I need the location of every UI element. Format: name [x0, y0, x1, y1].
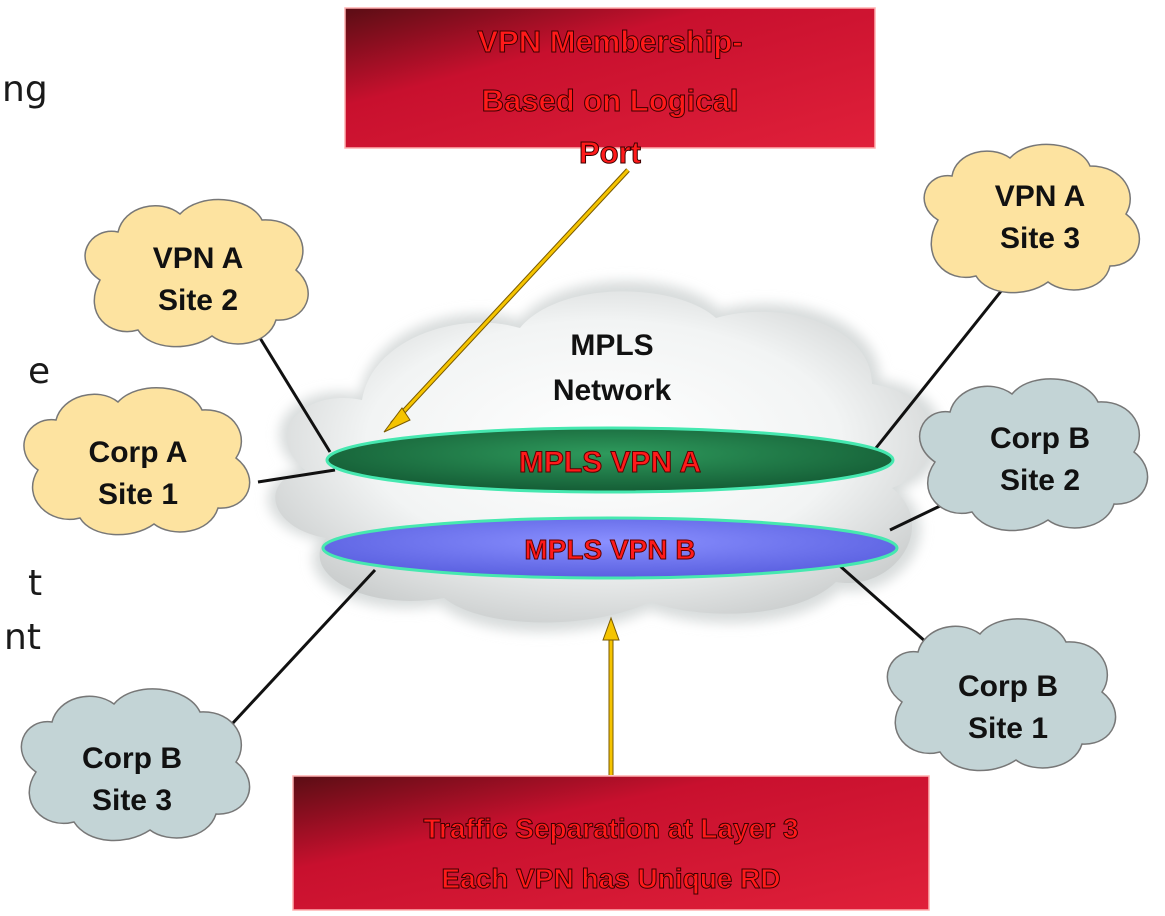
corp-a-site-1-line-1: Corp A — [89, 436, 188, 469]
corp-a-site-1-line-2: Site 1 — [98, 478, 178, 511]
membership-line-1: VPN Membership- — [477, 24, 742, 59]
separation-line-2: Each VPN has Unique RD — [441, 863, 780, 894]
site-links — [230, 279, 1012, 726]
vpn-a-label: MPLS VPN A — [519, 446, 701, 479]
vpn-a-site-2-line-2: Site 2 — [158, 284, 238, 317]
vpn-a-ellipse: MPLS VPN A — [325, 426, 895, 494]
cloud-corp-b-site-1: Corp B Site 1 — [886, 618, 1117, 772]
corp-b-site-1-line-1: Corp B — [958, 670, 1058, 703]
vpn-a-site-3-line-1: VPN A — [995, 180, 1086, 213]
network-label-line-2: Network — [553, 374, 672, 407]
cloud-vpn-a-site-3: VPN A Site 3 — [923, 143, 1141, 294]
vpn-a-site-3-line-2: Site 3 — [1000, 222, 1080, 255]
corp-b-site-3-line-1: Corp B — [82, 742, 182, 775]
vpn-a-site-2-line-1: VPN A — [153, 242, 244, 275]
cloud-corp-b-site-3: Corp B Site 3 — [20, 688, 251, 842]
left-text-e: e — [28, 351, 51, 392]
cloud-corp-b-site-2: Corp B Site 2 — [918, 378, 1149, 532]
membership-line-3: Port — [579, 135, 641, 170]
left-text-ng: ng — [2, 69, 48, 110]
corp-b-site-2-line-1: Corp B — [990, 422, 1090, 455]
vpn-b-label: MPLS VPN B — [524, 534, 695, 565]
left-text-nt: nt — [4, 617, 41, 658]
cloud-vpn-a-site-2: VPN A Site 2 — [84, 198, 309, 348]
corp-b-site-3-line-2: Site 3 — [92, 784, 172, 817]
corp-b-site-1-line-2: Site 1 — [968, 712, 1048, 745]
left-text-t: t — [28, 563, 43, 604]
corp-b-site-2-line-2: Site 2 — [1000, 464, 1080, 497]
membership-callout: VPN Membership- Based on Logical Port — [344, 7, 876, 171]
membership-arrow — [383, 168, 630, 433]
network-label-line-1: MPLS — [570, 329, 653, 362]
cloud-corp-a-site-1: Corp A Site 1 — [23, 386, 251, 536]
membership-line-2: Based on Logical — [482, 83, 739, 118]
separation-line-1: Traffic Separation at Layer 3 — [423, 813, 798, 844]
separation-callout: Traffic Separation at Layer 3 Each VPN h… — [292, 775, 930, 911]
vpn-b-ellipse: MPLS VPN B — [321, 516, 899, 580]
separation-arrow — [602, 616, 620, 775]
